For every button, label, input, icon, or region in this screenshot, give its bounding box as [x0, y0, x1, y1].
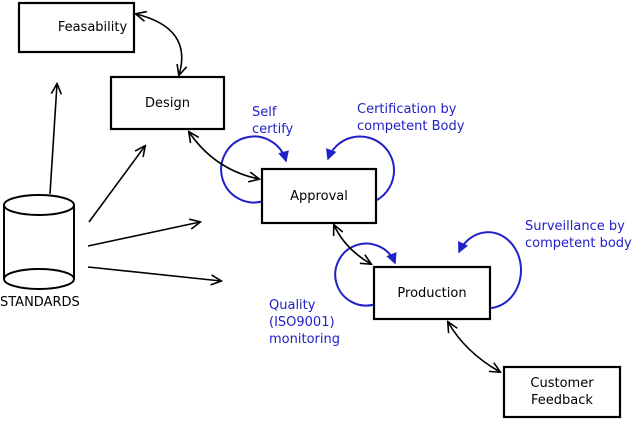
feasability-label: Feasability: [57, 20, 128, 35]
cylinder-bottom-ellipse: [3, 268, 75, 290]
arrow-standards-to-design: [88, 146, 145, 223]
certification-annotation: Certification by competent Body: [357, 101, 464, 135]
feasability-box: [17, 1, 136, 54]
self-certify-annotation: Self certify: [252, 104, 293, 138]
standards-label: STANDARDS: [0, 295, 80, 310]
certification-loop-arrow: [326, 135, 395, 202]
certification-line2: competent Body: [357, 119, 465, 134]
production-box: [372, 265, 492, 321]
surveillance-line2: competent body: [525, 236, 632, 251]
certification-line1: Certification by: [357, 102, 457, 117]
arrow-production-customer-feedback: [448, 322, 500, 372]
standards-cylinder: [3, 194, 75, 290]
surveillance-loop-arrow: [458, 231, 522, 309]
customer-feedback-box: [502, 365, 622, 419]
self-certify-line1: Self: [252, 105, 277, 120]
quality-line3: monitoring: [269, 332, 340, 347]
arrow-standards-to-feasability: [49, 84, 57, 195]
quality-monitoring-annotation: Quality (ISO9001) monitoring: [269, 297, 340, 348]
production-label: Production: [397, 285, 467, 301]
arrow-approval-production: [334, 225, 371, 264]
arrow-feasability-design: [136, 14, 182, 75]
quality-line2: (ISO9001): [269, 315, 335, 330]
surveillance-line1: Surveillance by: [525, 219, 625, 234]
customer-feedback-label: Customer Feedback: [504, 367, 620, 417]
arrow-standards-to-production: [87, 266, 221, 281]
process-boxes: [17, 1, 622, 419]
approval-label: Approval: [290, 188, 348, 204]
quality-line1: Quality: [269, 298, 316, 313]
design-box: [109, 75, 226, 131]
customer-feedback-line2: Feedback: [531, 393, 593, 408]
arrow-standards-to-approval: [87, 222, 200, 247]
design-label: Design: [145, 95, 190, 111]
black-arrows: [49, 14, 500, 372]
self-certify-line2: certify: [252, 122, 294, 137]
surveillance-annotation: Surveillance by competent body: [525, 218, 632, 252]
cylinder-top-ellipse: [3, 194, 75, 216]
approval-box: [260, 167, 378, 225]
customer-feedback-line1: Customer: [530, 376, 594, 391]
arrow-design-approval: [189, 132, 259, 179]
